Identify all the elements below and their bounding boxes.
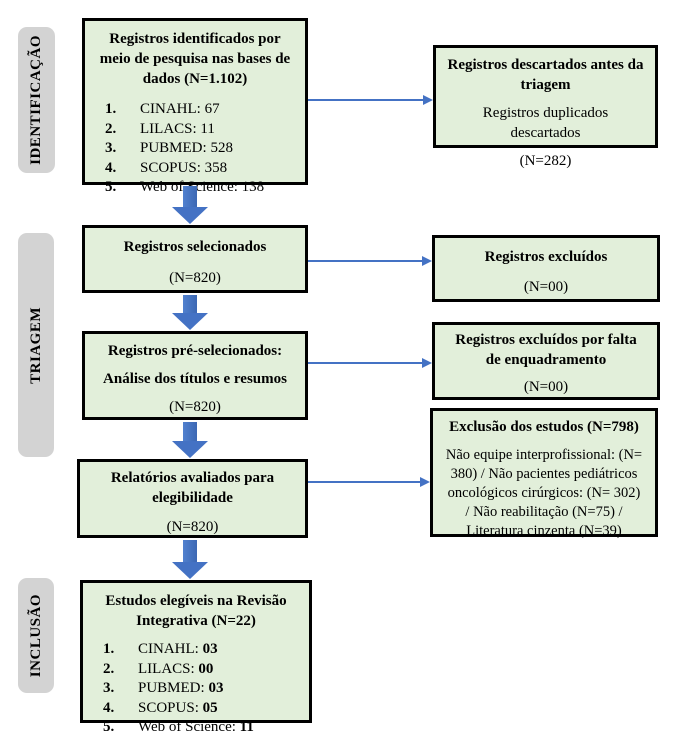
down-arrow-head — [172, 441, 208, 458]
box-preselected-records: Registros pré-selecionados: Análise dos … — [82, 331, 308, 420]
list-item-number: 2. — [105, 120, 117, 137]
list-item-number: 3. — [105, 140, 117, 156]
down-arrow-stem — [183, 540, 197, 562]
phase-label-inclusao: INCLUSÃO — [18, 578, 54, 693]
box-identified-records: Registros identificados por meio de pesq… — [82, 18, 308, 195]
phase-label-triagem: TRIAGEM — [18, 233, 54, 457]
down-arrow-icon — [172, 295, 208, 330]
list-item: 2. LILACS: 11 — [85, 120, 305, 140]
box-eligible-title: Estudos elegíveis na Revisão Integrativa… — [105, 593, 287, 629]
box-reports-assessed: Relatórios avaliados para elegibilidade … — [77, 459, 308, 538]
box-assessed-title: Relatórios avaliados para elegibilidade — [110, 470, 275, 506]
box-eligible-list: 1. CINAHL: 03 2. LILACS: 00 3. PUBMED: 0… — [83, 640, 309, 732]
list-item-text: PUBMED: 528 — [140, 140, 233, 156]
phase-label-identificacao-text: IDENTIFICAÇÃO — [28, 35, 44, 165]
box-assessed-count: (N=820) — [166, 519, 219, 535]
down-arrow-head — [172, 207, 208, 224]
list-item: 3. PUBMED: 03 — [83, 679, 309, 699]
right-arrow-icon — [308, 95, 433, 105]
list-item-text: CINAHL: 03 — [138, 641, 218, 657]
down-arrow-icon — [172, 540, 208, 579]
phase-label-inclusao-text: INCLUSÃO — [27, 593, 44, 678]
down-arrow-head — [172, 562, 208, 579]
box-preselected-title-2: Análise dos títulos e resumos — [103, 371, 287, 387]
box-excluded-studies-body: Não equipe interprofissional: (N= 380) /… — [445, 447, 643, 539]
list-item-number: 4. — [105, 159, 117, 176]
box-preselected-title-1: Registros pré-selecionados: — [107, 343, 283, 359]
box-excluded-studies-title: Exclusão dos estudos (N=798) — [449, 419, 639, 435]
list-item-number: 3. — [103, 680, 115, 696]
right-arrow-icon — [308, 477, 430, 487]
list-item-number: 5. — [103, 719, 115, 732]
phase-label-identificacao: IDENTIFICAÇÃO — [18, 27, 55, 173]
box-excluded-count: (N=00) — [523, 279, 569, 295]
list-item: 1. CINAHL: 67 — [85, 100, 305, 120]
box-discarded-count: (N=282) — [519, 153, 572, 169]
box-excluded-lack-of-fit: Registros excluídos por falta de enquadr… — [432, 322, 660, 400]
box-selected-count: (N=820) — [169, 270, 221, 286]
list-item-text: Web of Science: 11 — [138, 719, 254, 732]
right-arrow-icon — [308, 358, 432, 368]
box-discarded-line: Registros duplicados descartados — [482, 105, 609, 141]
box-excluded-title: Registros excluídos — [484, 249, 608, 265]
down-arrow-icon — [172, 422, 208, 458]
list-item: 3. PUBMED: 528 — [85, 139, 305, 159]
box-discarded-before-screening: Registros descartados antes da triagem R… — [433, 45, 658, 169]
list-item: 2. LILACS: 00 — [83, 660, 309, 680]
box-discarded-title: Registros descartados antes da triagem — [447, 57, 644, 93]
list-item-text: LILACS: 11 — [140, 120, 215, 137]
down-arrow-stem — [183, 295, 197, 313]
right-arrow-icon — [308, 256, 432, 266]
list-item-text: SCOPUS: 05 — [138, 699, 218, 716]
list-item: 5. Web of Science: 11 — [83, 718, 309, 732]
down-arrow-stem — [183, 186, 197, 207]
down-arrow-icon — [172, 186, 208, 224]
box-excluded-studies: Exclusão dos estudos (N=798) Não equipe … — [430, 408, 658, 539]
list-item-number: 1. — [105, 101, 117, 117]
list-item-number: 1. — [103, 641, 115, 657]
box-identified-list: 1. CINAHL: 67 2. LILACS: 11 3. PUBMED: 5… — [85, 100, 305, 198]
phase-label-triagem-text: TRIAGEM — [27, 306, 44, 384]
down-arrow-head — [172, 313, 208, 330]
list-item: 4. SCOPUS: 05 — [83, 699, 309, 719]
list-item-number: 5. — [105, 179, 117, 195]
down-arrow-stem — [183, 422, 197, 441]
list-item-text: LILACS: 00 — [138, 660, 214, 677]
list-item-number: 2. — [103, 660, 115, 677]
box-identified-title: Registros identificados por meio de pesq… — [99, 31, 291, 87]
box-excluded-records: Registros excluídos (N=00) — [432, 235, 660, 302]
list-item-text: CINAHL: 67 — [140, 101, 220, 117]
box-preselected-count: (N=820) — [169, 399, 221, 415]
list-item-text: SCOPUS: 358 — [140, 159, 228, 176]
box-eligible-studies: Estudos elegíveis na Revisão Integrativa… — [80, 580, 312, 732]
box-selected-records: Registros selecionados (N=820) — [82, 225, 308, 293]
box-excluded-fit-title: Registros excluídos por falta de enquadr… — [455, 332, 637, 368]
box-selected-title: Registros selecionados — [123, 239, 267, 255]
list-item: 1. CINAHL: 03 — [83, 640, 309, 660]
list-item-number: 4. — [103, 699, 115, 716]
list-item-text: PUBMED: 03 — [138, 680, 224, 696]
box-excluded-fit-count: (N=00) — [523, 379, 569, 395]
list-item: 4. SCOPUS: 358 — [85, 159, 305, 179]
